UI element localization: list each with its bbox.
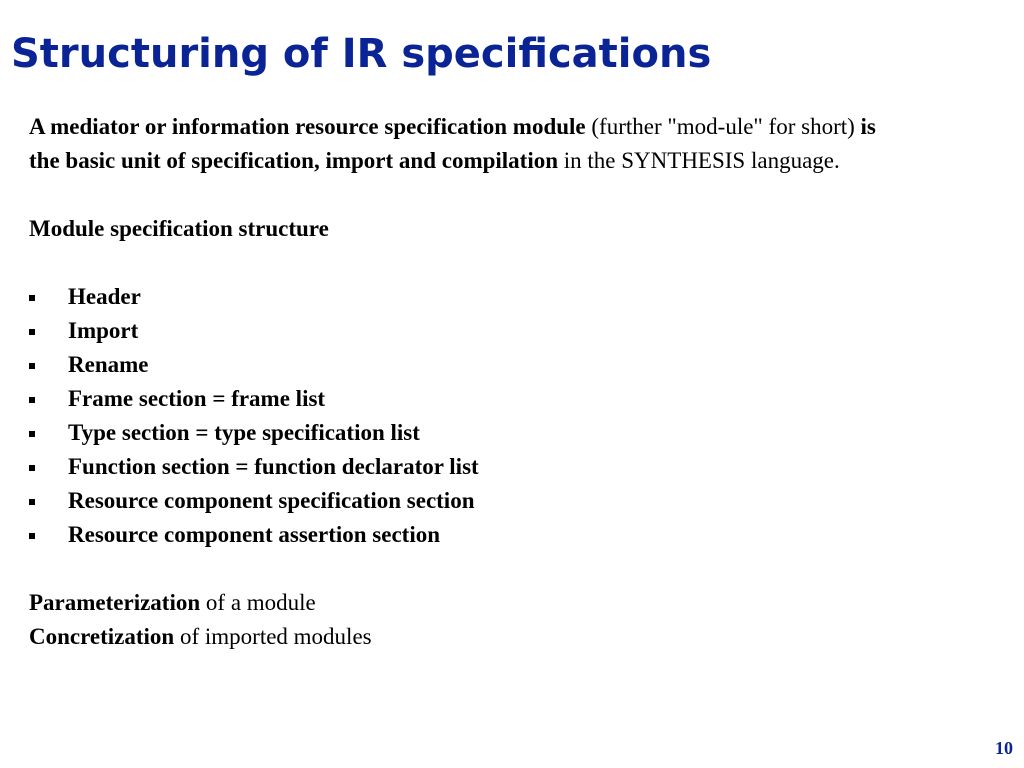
bullet-square-icon — [29, 431, 35, 437]
parameterization-bold: Parameterization — [29, 590, 201, 615]
bullet-square-icon — [29, 329, 35, 335]
concretization-line: Concretization of imported modules — [29, 620, 909, 654]
list-item-label: Frame section = frame list — [68, 386, 326, 411]
bullet-square-icon — [29, 397, 35, 403]
list-item: Function section = function declarator l… — [29, 450, 909, 484]
list-item-label: Type section = type specification list — [68, 420, 420, 445]
intro-paragraph: A mediator or information resource speci… — [29, 110, 909, 178]
list-item: Resource component specification section — [29, 484, 909, 518]
parameterization-text: of a module — [200, 590, 316, 615]
list-item-label: Resource component assertion section — [68, 522, 440, 547]
parameterization-line: Parameterization of a module — [29, 586, 909, 620]
intro-text-language: in the SYNTHESIS language. — [558, 148, 840, 173]
bullet-square-icon — [29, 295, 35, 301]
concretization-text: of imported modules — [174, 624, 372, 649]
list-item: Resource component assertion section — [29, 518, 909, 552]
structure-list: Header Import Rename Frame section = fra… — [29, 280, 909, 552]
list-item: Import — [29, 314, 909, 348]
spacer — [29, 178, 909, 212]
list-item-label: Function section = function declarator l… — [68, 454, 479, 479]
list-item: Rename — [29, 348, 909, 382]
list-item-label: Header — [68, 284, 141, 309]
bullet-square-icon — [29, 533, 35, 539]
slide-content: A mediator or information resource speci… — [29, 110, 909, 654]
intro-bold-basic-unit: is the basic unit of specification, impo… — [29, 114, 876, 173]
spacer — [29, 246, 909, 280]
bullet-square-icon — [29, 465, 35, 471]
structure-heading-text: Module specification structure — [29, 216, 329, 241]
intro-bold-module: A mediator or information resource speci… — [29, 114, 586, 139]
slide-title: Structuring of IR specifications — [11, 31, 712, 77]
list-item-label: Resource component specification section — [68, 488, 475, 513]
page-number: 10 — [995, 738, 1013, 758]
concretization-bold: Concretization — [29, 624, 175, 649]
bullet-square-icon — [29, 499, 35, 505]
intro-text-further: (further "mod-ule" for short) — [585, 114, 861, 139]
structure-heading: Module specification structure — [29, 212, 909, 246]
bullet-square-icon — [29, 363, 35, 369]
list-item: Header — [29, 280, 909, 314]
spacer — [29, 552, 909, 586]
list-item-label: Import — [68, 318, 139, 343]
list-item: Type section = type specification list — [29, 416, 909, 450]
list-item: Frame section = frame list — [29, 382, 909, 416]
list-item-label: Rename — [68, 352, 149, 377]
